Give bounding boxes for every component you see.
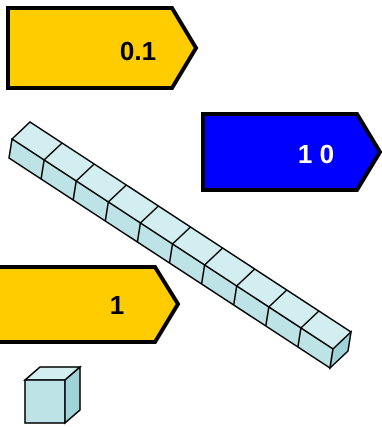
unit-cube-front: [24, 379, 66, 424]
ten-rod-cube-divider: [265, 289, 288, 327]
ten-rod-cube-divider: [200, 247, 224, 285]
ten-rod-cube-divider: [136, 205, 159, 243]
ten-rod-end-face: [328, 329, 353, 371]
ten-rod-cube-divider: [168, 226, 192, 264]
ten-rod: [8, 121, 353, 371]
ten-rod-cube-divider: [297, 310, 320, 348]
ten-rod-cube-divider: [232, 268, 256, 306]
unit-cube: [22, 365, 83, 425]
arrow-label-tenths-text: 0.1: [120, 36, 156, 66]
ten-rod-cube-divider: [40, 142, 63, 180]
ten-rod-cube-divider: [72, 163, 95, 201]
arrow-label-ones-text: 1: [110, 290, 124, 320]
arrow-label-tens: 1 0: [201, 112, 382, 192]
unit-cube-side: [64, 365, 81, 425]
ten-rod-cube-divider: [104, 184, 127, 222]
arrow-label-tenths: 0.1: [6, 6, 199, 90]
arrow-label-ones: 1: [0, 265, 181, 344]
arrow-label-tens-text: 1 0: [298, 139, 334, 169]
